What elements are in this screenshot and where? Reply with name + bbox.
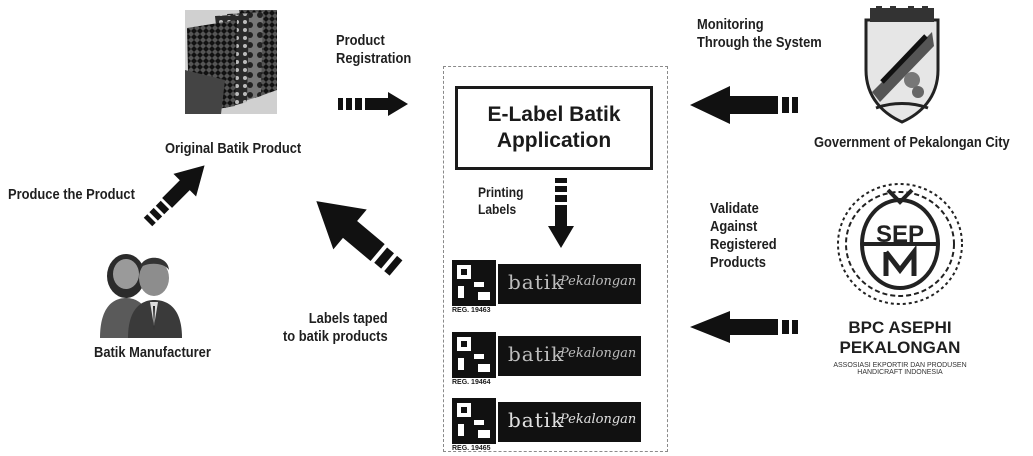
- produce-the-product-label: Produce the Product: [8, 186, 135, 203]
- batik-word: batik: [508, 342, 565, 366]
- printing-labels-label: Printing Labels: [478, 184, 524, 217]
- asephi-seal-icon: SEP: [837, 183, 963, 305]
- original-batik-product-label: Original Batik Product: [165, 140, 302, 157]
- printing-arrow: [548, 178, 574, 248]
- labels-taped-label: Labels taped to batik products: [283, 310, 388, 345]
- pekalongan-script: Pekalongan: [560, 412, 637, 427]
- batik-label-tag: REG. 19464 batik Pekalongan: [452, 332, 642, 390]
- monitoring-label: Monitoring Through the System: [697, 16, 822, 51]
- qr-code-icon: [452, 398, 496, 444]
- batik-label-tag: REG. 19463 batik Pekalongan: [452, 260, 642, 318]
- batik-word: batik: [508, 270, 565, 294]
- batik-brand-band: batik Pekalongan: [498, 264, 641, 304]
- batik-fabric-stack-icon: [185, 10, 277, 114]
- produce-arrow: [143, 165, 205, 227]
- labels-taped-arrow: [316, 201, 403, 276]
- batik-brand-band: batik Pekalongan: [498, 402, 641, 442]
- manufacturer-people-icon: [100, 254, 182, 338]
- batik-label-tag: REG. 19465 batik Pekalongan: [452, 398, 642, 456]
- pekalongan-city-emblem-icon: [864, 6, 940, 124]
- pekalongan-script: Pekalongan: [560, 346, 637, 361]
- application-container: [443, 66, 668, 452]
- registration-number: REG. 19464: [452, 379, 491, 386]
- bpc-asephi-label: BPC ASEPHI PEKALONGAN: [839, 318, 961, 358]
- seal-text: SEP: [876, 221, 924, 248]
- registration-number: REG. 19463: [452, 307, 491, 314]
- product-registration-label: Product Registration: [336, 32, 412, 67]
- batik-brand-band: batik Pekalongan: [498, 336, 641, 376]
- validate-arrow: [690, 311, 798, 343]
- batik-word: batik: [508, 408, 565, 432]
- government-label: Government of Pekalongan City: [814, 134, 1010, 151]
- e-label-application-box: E-Label Batik Application: [455, 86, 653, 170]
- asephi-subtitle: ASSOSIASI EKPORTIR DAN PRODUSEN HANDICRA…: [833, 362, 967, 376]
- registration-arrow: [338, 92, 408, 116]
- qr-code-icon: [452, 332, 496, 378]
- batik-manufacturer-label: Batik Manufacturer: [94, 344, 211, 361]
- validate-label: Validate Against Registered Products: [710, 200, 777, 271]
- monitoring-arrow: [690, 86, 798, 124]
- registration-number: REG. 19465: [452, 445, 491, 452]
- pekalongan-script: Pekalongan: [560, 274, 637, 289]
- qr-code-icon: [452, 260, 496, 306]
